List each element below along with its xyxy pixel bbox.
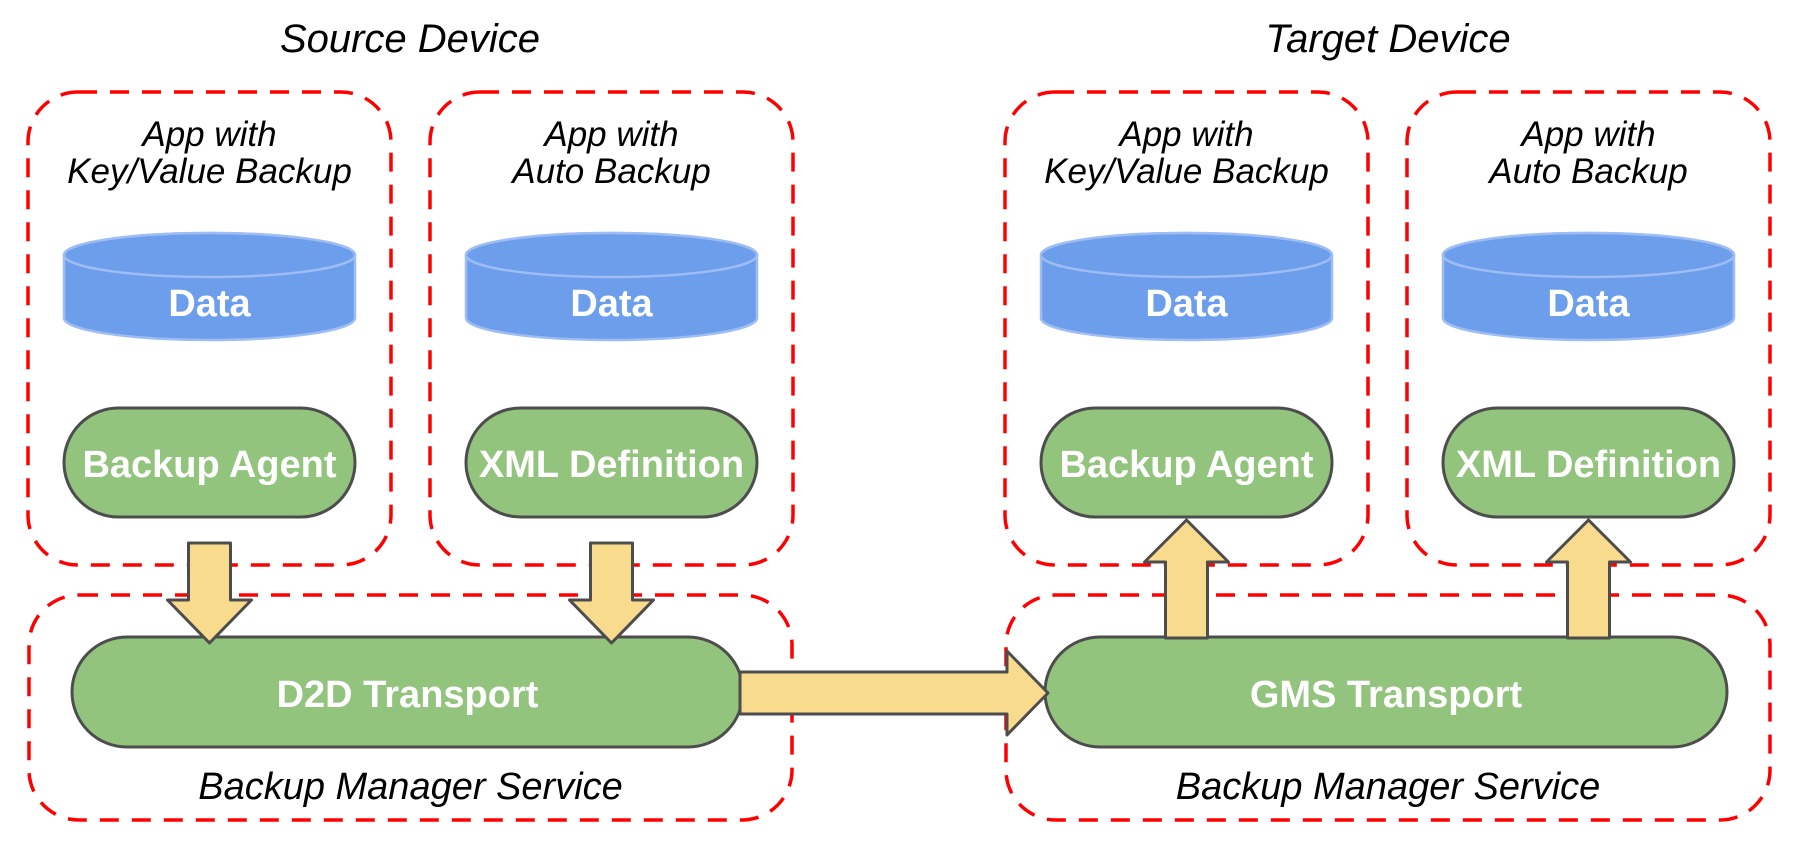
data-cylinder-target-auto: Data — [1441, 231, 1736, 342]
pill-shape — [62, 406, 357, 519]
xml-definition-pill-source: XML Definition — [464, 406, 759, 519]
backup-agent-pill-target: Backup Agent — [1039, 406, 1334, 519]
gms-transport-pill: GMS Transport — [1043, 635, 1729, 749]
pill-label: XML Definition — [479, 444, 744, 486]
d2d-transport-pill: D2D Transport — [70, 635, 745, 749]
pill-shape — [1441, 406, 1736, 519]
data-label: Data — [1547, 283, 1630, 325]
app-box-source-auto — [428, 90, 795, 567]
app-label-line1: App with — [1117, 115, 1253, 154]
service-box-target — [1004, 593, 1772, 822]
app-box-target-auto — [1405, 90, 1772, 567]
pill-shape — [1039, 406, 1334, 519]
app-label-line1: App with — [140, 115, 276, 154]
cylinder-top — [62, 231, 357, 279]
xml-definition-pill-target: XML Definition — [1441, 406, 1736, 519]
app-label-line1: App with — [1519, 115, 1655, 154]
data-cylinder-source-keyvalue: Data — [62, 231, 357, 342]
pill-label: Backup Agent — [82, 444, 336, 486]
transport-label: D2D Transport — [277, 674, 539, 716]
transfer-arrow-d2d-to-gms — [738, 649, 1050, 737]
app-label-line2: Key/Value Backup — [67, 152, 352, 191]
cylinder-top — [1039, 231, 1334, 279]
data-cylinder-source-auto: Data — [464, 231, 759, 342]
app-box-target-keyvalue — [1003, 90, 1370, 567]
pill-shape — [464, 406, 759, 519]
data-label: Data — [570, 283, 653, 325]
app-label-line1: App with — [542, 115, 678, 154]
data-cylinder-target-keyvalue: Data — [1039, 231, 1334, 342]
down-arrow-backup-agent — [166, 541, 253, 645]
down-arrow-xml-definition — [568, 541, 655, 645]
app-label-line2: Key/Value Backup — [1044, 152, 1329, 191]
cylinder-top — [1441, 231, 1736, 279]
target-device-title: Target Device — [1265, 17, 1510, 61]
up-arrow-xml-definition — [1545, 518, 1632, 640]
app-label-line2: Auto Backup — [1487, 152, 1687, 191]
data-label: Data — [168, 283, 251, 325]
service-label-source: Backup Manager Service — [198, 766, 623, 808]
app-label-line2: Auto Backup — [510, 152, 710, 191]
pill-label: Backup Agent — [1059, 444, 1313, 486]
up-arrow-backup-agent — [1143, 518, 1230, 640]
service-label-target: Backup Manager Service — [1176, 766, 1601, 808]
backup-agent-pill-source: Backup Agent — [62, 406, 357, 519]
source-device-title: Source Device — [280, 17, 540, 61]
pill-label: XML Definition — [1456, 444, 1721, 486]
data-label: Data — [1145, 283, 1228, 325]
cylinder-top — [464, 231, 759, 279]
transport-label: GMS Transport — [1250, 674, 1523, 716]
app-box-source-keyvalue — [26, 90, 393, 567]
